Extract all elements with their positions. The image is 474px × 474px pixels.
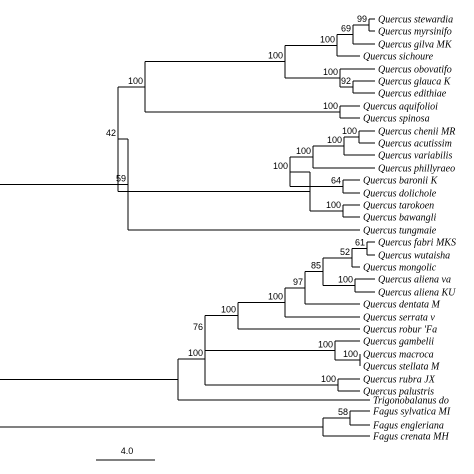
taxon-label: Quercus mongolic bbox=[363, 263, 437, 274]
taxon-label: Quercus wutaisha bbox=[378, 251, 450, 262]
support-value: 100 bbox=[320, 34, 335, 44]
support-value: 100 bbox=[221, 305, 236, 315]
scale-bar-label: 4.0 bbox=[121, 446, 134, 456]
taxon-label: Fagus engleriana bbox=[372, 421, 444, 432]
scale-bar: 4.0 bbox=[96, 446, 155, 461]
support-value: 85 bbox=[311, 261, 321, 271]
taxon-label: Quercus rubra JX bbox=[363, 375, 436, 386]
taxon-label: Quercus myrsinifo bbox=[378, 27, 452, 38]
taxon-label: Quercus aliena KU bbox=[378, 288, 456, 299]
support-value: 100 bbox=[326, 200, 341, 210]
taxon-label: Quercus macroca bbox=[363, 350, 434, 361]
support-value: 100 bbox=[128, 76, 143, 86]
support-value: 100 bbox=[318, 340, 333, 350]
taxon-label: Quercus stellata M bbox=[363, 362, 440, 373]
support-values: 9969100921001001001001001001006410010042… bbox=[106, 14, 367, 417]
support-value: 97 bbox=[293, 277, 303, 287]
taxon-label: Quercus aliena va bbox=[378, 275, 451, 286]
support-value: 58 bbox=[338, 407, 348, 417]
support-value: 52 bbox=[340, 247, 350, 257]
support-value: 100 bbox=[321, 374, 336, 384]
support-value: 69 bbox=[341, 24, 351, 34]
support-value: 100 bbox=[296, 146, 311, 156]
taxon-label: Quercus palustris bbox=[363, 387, 434, 398]
taxon-label: Quercus chenii MR bbox=[378, 127, 455, 138]
support-value: 100 bbox=[268, 51, 283, 61]
support-value: 42 bbox=[106, 128, 116, 138]
taxon-label: Quercus phillyraeo bbox=[378, 164, 455, 175]
taxon-label: Quercus obovatifo bbox=[378, 65, 452, 76]
taxon-label: Quercus sichoure bbox=[363, 52, 434, 63]
taxon-label: Quercus dentata M bbox=[363, 300, 441, 311]
taxon-label: Quercus aquifolioi bbox=[363, 102, 438, 113]
support-value: 100 bbox=[342, 126, 357, 136]
taxon-label: Quercus glauca K bbox=[378, 77, 452, 88]
tree-branches bbox=[0, 18, 375, 437]
taxon-label: Quercus tarokoen bbox=[363, 201, 434, 212]
taxon-label: Quercus acutissim bbox=[378, 139, 452, 150]
support-value: 61 bbox=[355, 238, 365, 248]
taxon-label: Fagus sylvatica MI bbox=[372, 407, 451, 418]
taxon-label: Quercus stewardia bbox=[378, 15, 453, 26]
support-value: 100 bbox=[327, 135, 342, 145]
taxon-label: Quercus gambelii bbox=[363, 337, 434, 348]
support-value: 100 bbox=[273, 161, 288, 171]
support-value: 76 bbox=[193, 322, 203, 332]
taxon-label: Trigonobalanus do bbox=[373, 396, 449, 407]
support-value: 64 bbox=[331, 176, 341, 186]
support-value: 100 bbox=[268, 291, 283, 301]
taxon-label: Quercus baronii K bbox=[363, 176, 439, 187]
support-value: 100 bbox=[188, 348, 203, 358]
taxon-label: Quercus tungmaie bbox=[363, 226, 437, 237]
taxon-label: Quercus robur 'Fa bbox=[363, 325, 437, 336]
taxon-label: Quercus spinosa bbox=[363, 114, 430, 125]
taxon-label: Quercus edithiae bbox=[378, 89, 447, 100]
support-value: 100 bbox=[323, 101, 338, 111]
taxon-label: Quercus bawangli bbox=[363, 213, 436, 224]
taxon-label: Quercus variabilis bbox=[378, 151, 452, 162]
taxon-label: Quercus serrata v bbox=[363, 313, 435, 324]
support-value: 92 bbox=[341, 76, 351, 86]
support-value: 100 bbox=[343, 349, 358, 359]
taxon-label: Quercus dolichole bbox=[363, 189, 437, 200]
support-value: 100 bbox=[338, 275, 353, 285]
support-value: 100 bbox=[323, 67, 338, 77]
taxon-label: Quercus gilva MK bbox=[378, 40, 453, 51]
taxon-label: Fagus crenata MH bbox=[372, 432, 450, 443]
support-value: 59 bbox=[116, 174, 126, 184]
support-value: 99 bbox=[357, 14, 367, 24]
taxon-label: Quercus fabri MKS bbox=[378, 238, 456, 249]
